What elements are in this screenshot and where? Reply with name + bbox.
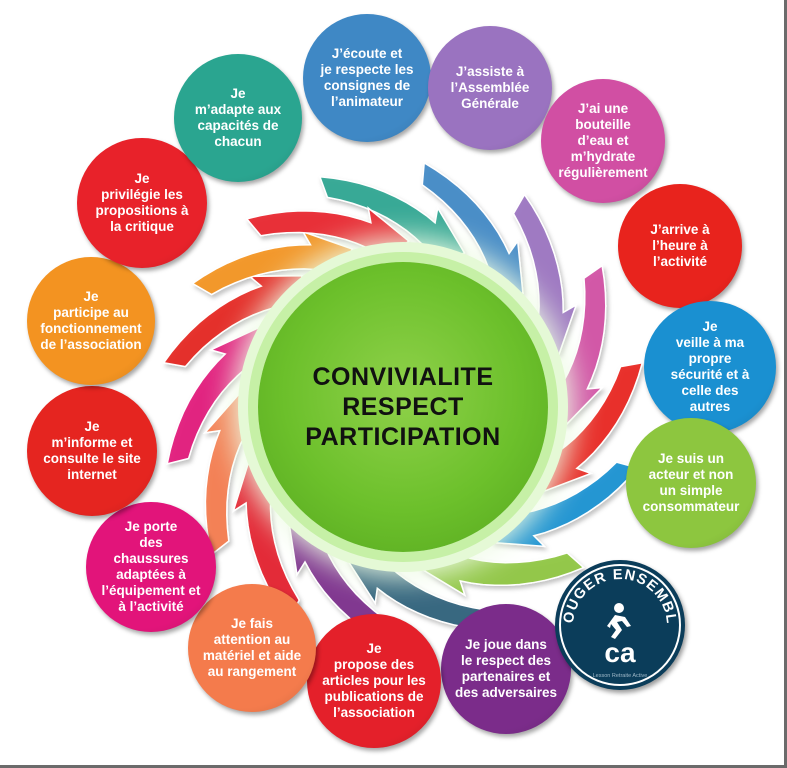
bubble-articles-text: Je propose des articles pour les publica…: [322, 641, 426, 720]
bubble-privilegie-text: Je privilégie les propositions à la crit…: [95, 171, 189, 234]
center-circle: CONVIVIALITE RESPECT PARTICIPATION: [258, 262, 548, 552]
bubble-securite-text: Je veille à ma propre sécurité et à cell…: [670, 319, 750, 414]
bubble-chaussures-text: Je porte des chaussures adaptées à l’équ…: [101, 519, 201, 614]
arrow-purple: [288, 522, 397, 650]
center-line-1: CONVIVIALITE: [312, 363, 494, 391]
arrow-red: [533, 361, 644, 493]
arrow-lime: [418, 536, 586, 597]
bubble-participe: Je participe au fonctionnement de l’asso…: [27, 257, 155, 385]
bubble-articles: Je propose des articles pour les publica…: [307, 614, 441, 748]
svg-text:BOUGER ENSEMBLE: BOUGER ENSEMBLE: [555, 560, 679, 625]
bubble-assemblee-text: J’assiste à l’Assemblée Générale: [450, 64, 530, 111]
bubble-informe-text: Je m’informe et consulte le site interne…: [43, 419, 141, 482]
bubble-ecoute: J’écoute et je respecte les consignes de…: [303, 14, 431, 142]
arrow-red-bottom: [232, 460, 301, 622]
arrow-blue: [421, 161, 524, 295]
bubble-privilegie: Je privilégie les propositions à la crit…: [77, 138, 207, 268]
logo-mark: ca: [604, 637, 636, 668]
runner-icon: [607, 603, 631, 639]
arrow-navy: [345, 542, 496, 632]
bubble-securite: Je veille à ma propre sécurité et à cell…: [644, 301, 776, 433]
arrow-lavender: [512, 193, 578, 356]
bubble-participe-text: Je participe au fonctionnement de l’asso…: [40, 289, 142, 352]
bubble-heure-text: J’arrive à l’heure à l’activité: [650, 222, 710, 269]
bubble-materiel-text: Je fais attention au matériel et aide au…: [202, 616, 302, 679]
bubble-adapte-text: Je m’adapte aux capacités de chacun: [194, 86, 282, 149]
logo-tagline: Lesson Retraite Active: [593, 673, 648, 679]
logo-graphic: BOUGER ENSEMBLE ca Lesson Retraite Activ…: [555, 560, 681, 686]
bubble-materiel: Je fais attention au matériel et aide au…: [188, 584, 316, 712]
bubble-eau: J’ai une bouteille d’eau et m’hydrate ré…: [541, 79, 665, 203]
bubble-respect-text: Je joue dans le respect des partenaires …: [454, 637, 558, 700]
center-line-2: RESPECT: [342, 393, 464, 421]
arrow-red-left: [162, 275, 303, 368]
bubble-informe: Je m’informe et consulte le site interne…: [27, 386, 157, 516]
bubble-eau-text: J’ai une bouteille d’eau et m’hydrate ré…: [558, 101, 648, 180]
arrow-red-upper: [245, 206, 410, 269]
bouger-ensemble-logo: BOUGER ENSEMBLE ca Lesson Retraite Activ…: [555, 560, 685, 690]
arrow-magenta: [166, 326, 270, 465]
arrow-salmon: [202, 392, 266, 556]
arrow-pink: [541, 264, 607, 427]
bubble-acteur-text: Je suis un acteur et non un simple conso…: [642, 451, 740, 514]
center-line-3: PARTICIPATION: [305, 423, 501, 451]
logo-arc-text: BOUGER ENSEMBLE: [555, 560, 678, 625]
bubble-assemblee: J’assiste à l’Assemblée Générale: [428, 26, 552, 150]
bubble-heure: J’arrive à l’heure à l’activité: [618, 184, 742, 308]
arrow-teal: [318, 175, 466, 269]
bubble-adapte: Je m’adapte aux capacités de chacun: [174, 54, 302, 182]
bubble-respect: Je joue dans le respect des partenaires …: [441, 604, 571, 734]
bubble-ecoute-text: J’écoute et je respecte les consignes de…: [320, 46, 414, 109]
bubble-chaussures: Je porte des chaussures adaptées à l’équ…: [86, 502, 216, 632]
arrow-cyan: [491, 461, 640, 548]
bubble-acteur: Je suis un acteur et non un simple conso…: [626, 418, 756, 548]
arrow-orange: [191, 230, 354, 296]
